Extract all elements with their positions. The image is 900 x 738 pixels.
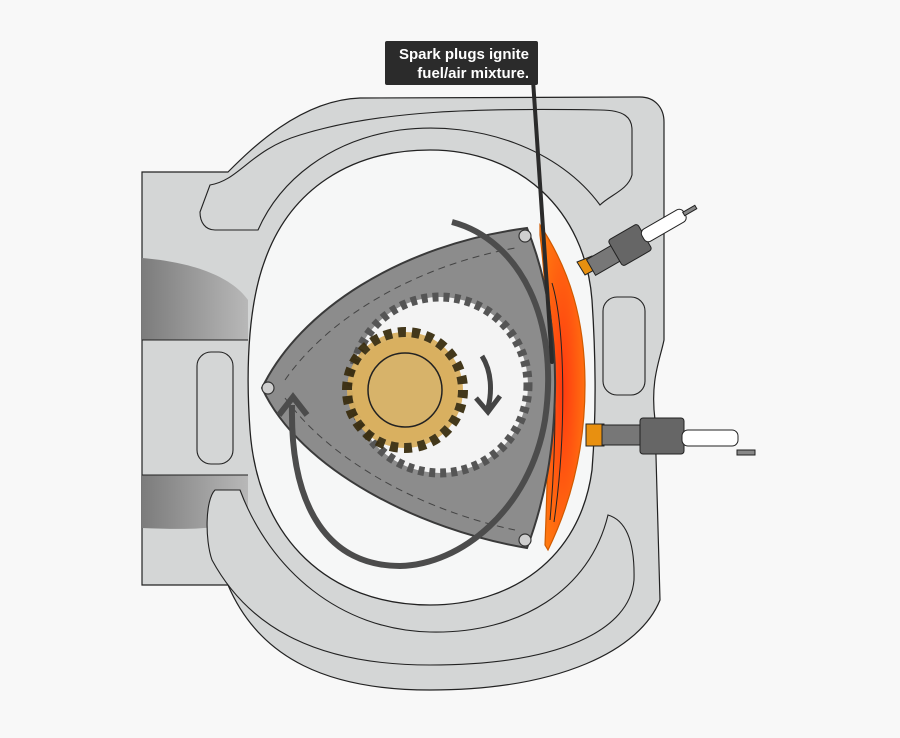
callout-leader-line <box>531 78 554 364</box>
spark-plug-trailing <box>585 417 756 456</box>
shaft-gear <box>342 327 468 453</box>
callout-line-1: Spark plugs ignite <box>398 46 529 63</box>
apex-seal-top <box>518 229 532 243</box>
callout-label: Spark plugs ignite fuel/air mixture. <box>385 41 538 85</box>
spark-plug-leading <box>576 204 698 276</box>
callout-line-2: fuel/air mixture. <box>417 65 529 82</box>
apex-seal-left <box>261 381 275 395</box>
rotation-arrow-shaft-icon <box>474 354 502 416</box>
apex-seal-bottom <box>518 533 532 547</box>
rotation-arrow-rotor-icon <box>276 219 552 570</box>
